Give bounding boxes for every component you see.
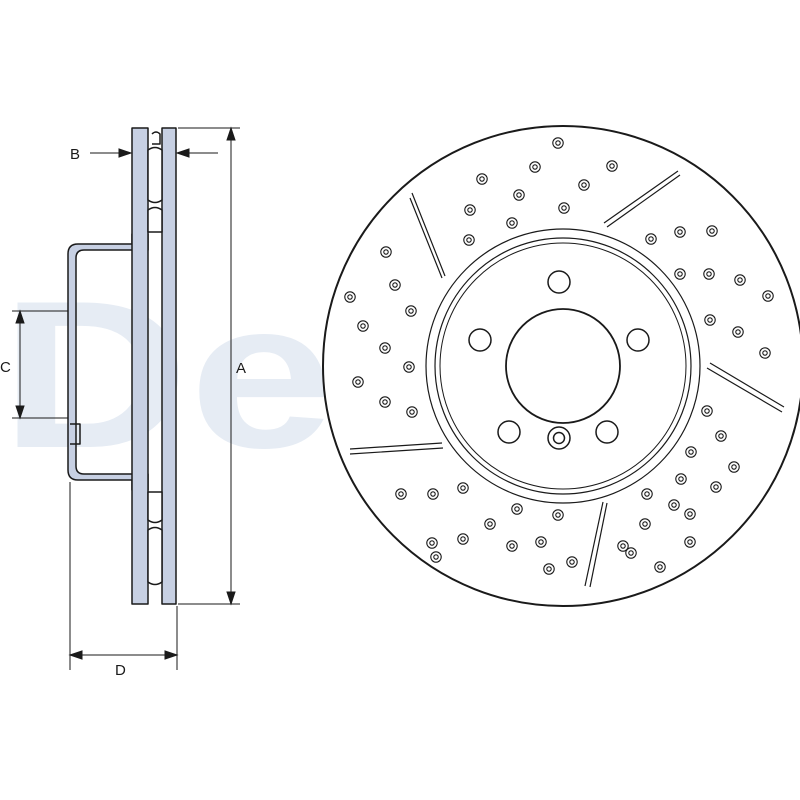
drilled-hole (506, 217, 518, 229)
drilled-hole (543, 563, 555, 575)
drilled-hole (405, 305, 417, 317)
drilled-hole (685, 446, 697, 458)
bolt-hole (626, 328, 650, 352)
drilled-hole (513, 189, 525, 201)
drilled-hole (606, 160, 618, 172)
drilled-hole (684, 536, 696, 548)
drilled-hole (645, 233, 657, 245)
bolt-hole (547, 270, 571, 294)
drilled-hole (379, 396, 391, 408)
slot (603, 170, 681, 228)
drilled-hole (710, 481, 722, 493)
drilled-hole (704, 314, 716, 326)
drilled-hole (728, 461, 740, 473)
bolt-hole (595, 420, 619, 444)
bolt-hole (468, 328, 492, 352)
drilled-hole (395, 488, 407, 500)
outer-plate-section (161, 127, 177, 605)
drilled-hole (344, 291, 356, 303)
slot (584, 501, 608, 588)
drilled-hole (641, 488, 653, 500)
drilled-hole (484, 518, 496, 530)
drilled-hole (403, 361, 415, 373)
disc-front-view (322, 125, 800, 607)
drilled-hole (535, 536, 547, 548)
vent-vanes (147, 146, 163, 586)
drilled-hole (427, 488, 439, 500)
drilled-hole (617, 540, 629, 552)
drilled-hole (389, 279, 401, 291)
slot (349, 442, 444, 455)
drilled-hole (566, 556, 578, 568)
drilled-hole (406, 406, 418, 418)
drilled-holes (344, 137, 774, 575)
drilled-hole (426, 537, 438, 549)
drilled-hole (715, 430, 727, 442)
label-c: C (0, 359, 11, 376)
inner-plate-section (131, 127, 149, 605)
drilled-hole (578, 179, 590, 191)
drilled-hole (668, 499, 680, 511)
slot (409, 192, 446, 279)
label-d: D (115, 662, 126, 679)
drilled-hole (380, 246, 392, 258)
drilled-hole (674, 226, 686, 238)
drilled-hole (762, 290, 774, 302)
bolt-holes (468, 270, 650, 444)
disc-slots (349, 170, 785, 588)
drilled-hole (684, 508, 696, 520)
drilled-hole (457, 482, 469, 494)
disc-cross-section (67, 127, 177, 605)
drilled-hole (476, 173, 488, 185)
dimension-lines (12, 126, 240, 670)
drilled-hole (464, 204, 476, 216)
top-notch (151, 131, 161, 145)
locator-hole (547, 426, 571, 450)
friction-ring-inner-edge (425, 228, 701, 504)
label-b: B (70, 146, 80, 163)
drilled-hole (506, 540, 518, 552)
drilled-hole (463, 234, 475, 246)
drilled-hole (529, 161, 541, 173)
drilled-hole (674, 268, 686, 280)
drilled-hole (552, 509, 564, 521)
center-bore (505, 308, 621, 424)
drilled-hole (675, 473, 687, 485)
drilled-hole (357, 320, 369, 332)
drilled-hole (352, 376, 364, 388)
hat-inner-edge (439, 242, 687, 490)
drilled-hole (706, 225, 718, 237)
disc-outer-edge (322, 125, 800, 607)
drilled-hole (654, 561, 666, 573)
drilled-hole (734, 274, 746, 286)
drilled-hole (703, 268, 715, 280)
hat-outer-edge (434, 237, 692, 495)
hub-step (70, 423, 81, 445)
drilled-hole (379, 342, 391, 354)
slot (706, 362, 785, 413)
drilled-hole (511, 503, 523, 515)
drilled-hole (759, 347, 771, 359)
drilled-hole (430, 551, 442, 563)
drilled-hole (558, 202, 570, 214)
drilled-hole (701, 405, 713, 417)
label-a: A (236, 360, 246, 377)
drilled-hole (732, 326, 744, 338)
drilled-hole (639, 518, 651, 530)
drilled-hole (552, 137, 564, 149)
bolt-hole (497, 420, 521, 444)
drilled-hole (625, 547, 637, 559)
drilled-hole (457, 533, 469, 545)
